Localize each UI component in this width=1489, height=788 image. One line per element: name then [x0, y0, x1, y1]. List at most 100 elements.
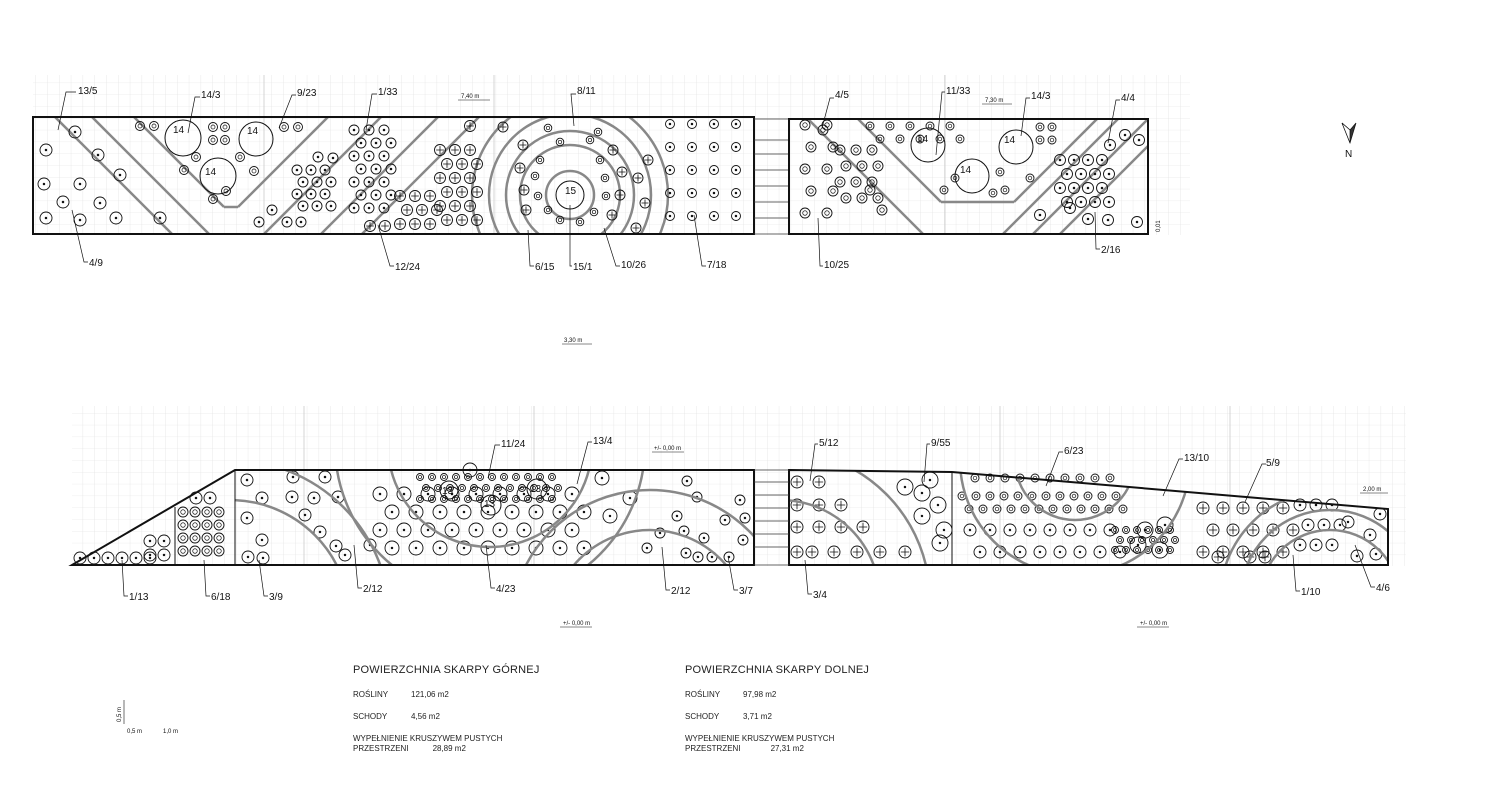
plant-symbol-dot [859, 163, 865, 169]
plant-symbol-cross [433, 206, 441, 214]
plant-symbol [482, 484, 490, 492]
plant-symbol-dot [843, 195, 849, 201]
plant-symbol-dot [192, 535, 198, 541]
plant-symbol [518, 184, 530, 196]
specimen-label: 14 [1004, 135, 1016, 146]
plant-symbol-dot [1298, 503, 1302, 507]
plant-symbol-dot [162, 539, 166, 543]
plant-label: 6/18 [211, 592, 231, 603]
plant-symbol-dot [675, 514, 679, 518]
plant-symbol-dot [532, 486, 536, 490]
plant-symbol [535, 155, 545, 165]
plant-symbol [428, 495, 436, 503]
plant-symbol [512, 495, 520, 503]
plant-label: 1/33 [378, 87, 398, 98]
plant-symbol [109, 211, 123, 225]
plant-symbol-dot [968, 528, 972, 532]
plant-symbol [1211, 550, 1225, 564]
plant-symbol [492, 522, 508, 538]
plant-symbol-cross [1288, 525, 1298, 535]
plant-symbol-dot [352, 180, 356, 184]
plant-symbol [434, 200, 446, 212]
plant-symbol [632, 172, 644, 184]
plant-symbol [177, 506, 189, 518]
plant-symbol [601, 191, 611, 201]
plant-symbol-dot [867, 123, 873, 129]
plant-symbol-dot [830, 144, 836, 150]
lower-large-specimens [439, 478, 548, 516]
plant-symbol [348, 150, 360, 162]
plant-symbol-dot [1058, 158, 1062, 162]
plant-symbol-dot [684, 551, 688, 555]
plant-symbol [189, 519, 201, 531]
plant-symbol [1133, 134, 1145, 146]
plant-symbol-dot [454, 497, 458, 501]
plant-symbol [213, 532, 225, 544]
plant-symbol-dot [920, 491, 924, 495]
plant-symbol-dot [454, 475, 458, 479]
plant-symbol [1216, 545, 1230, 559]
plant-symbol [327, 152, 339, 164]
plant-symbol-dot [204, 522, 210, 528]
dimension-label: 7,30 m [985, 98, 1003, 104]
plant-symbol-dot [830, 188, 836, 194]
plant-symbol-dot [78, 556, 82, 560]
plant-symbol-dot [907, 123, 913, 129]
plant-symbol [654, 527, 666, 539]
plant-symbol-dot [78, 218, 82, 222]
plant-symbol [1236, 545, 1250, 559]
plant-label: 13/10 [1184, 453, 1209, 464]
plant-symbol [416, 473, 424, 481]
plant-symbol [1068, 154, 1080, 166]
plant-symbol-dot [315, 204, 319, 208]
plant-symbol [665, 211, 675, 221]
plant-symbol [709, 142, 719, 152]
plant-symbol-dot [402, 492, 406, 496]
plant-symbol [39, 211, 53, 225]
plant-symbol [240, 473, 254, 487]
plant-symbol-dot [1123, 133, 1127, 137]
plant-symbol-dot [741, 538, 745, 542]
plant-symbol-dot [472, 486, 476, 490]
plant-symbol-dot [462, 510, 466, 514]
plant-symbol [464, 200, 476, 212]
plant-symbol-dot [1058, 186, 1062, 190]
plant-symbol [1111, 526, 1119, 534]
plant-symbol [458, 484, 466, 492]
plant-symbol-dot [702, 536, 706, 540]
plant-symbol-cross [366, 222, 374, 230]
plant-symbol [671, 510, 683, 522]
plant-label: 10/25 [824, 260, 849, 271]
plant-symbol-dot [367, 180, 371, 184]
plant-symbol-dot [998, 550, 1002, 554]
plant-symbol [363, 124, 375, 136]
plant-symbol [504, 540, 520, 556]
plant-symbol [456, 158, 468, 170]
plant-symbol [235, 152, 245, 162]
plant-symbol-dot [210, 137, 216, 143]
plant-symbol-dot [538, 475, 542, 479]
plant-symbol [504, 504, 520, 520]
plant-symbol-dot [414, 546, 418, 550]
plant-symbol [416, 495, 424, 503]
plant-symbol [709, 119, 719, 129]
plant-symbol [1166, 546, 1174, 554]
plant-symbol-dot [947, 123, 953, 129]
plant-symbol-dot [987, 493, 993, 499]
plant-symbol-dot [295, 192, 299, 196]
plant-symbol [554, 484, 562, 492]
plant-symbol-dot [316, 155, 320, 159]
plant-symbol-dot [526, 497, 530, 501]
plants-label: ROŚLINY [685, 690, 721, 699]
plant-symbol-dot [192, 509, 198, 515]
plant-symbol [992, 504, 1002, 514]
plant-symbol [955, 134, 965, 144]
plant-symbol [240, 511, 254, 525]
plant-symbol-cross [443, 216, 451, 224]
plant-symbol-dot [582, 510, 586, 514]
plant-label: 7/18 [707, 260, 727, 271]
plant-symbol-dot [382, 128, 386, 132]
plant-symbol [364, 220, 376, 232]
plant-symbol [593, 127, 603, 137]
plant-symbol [113, 168, 127, 182]
